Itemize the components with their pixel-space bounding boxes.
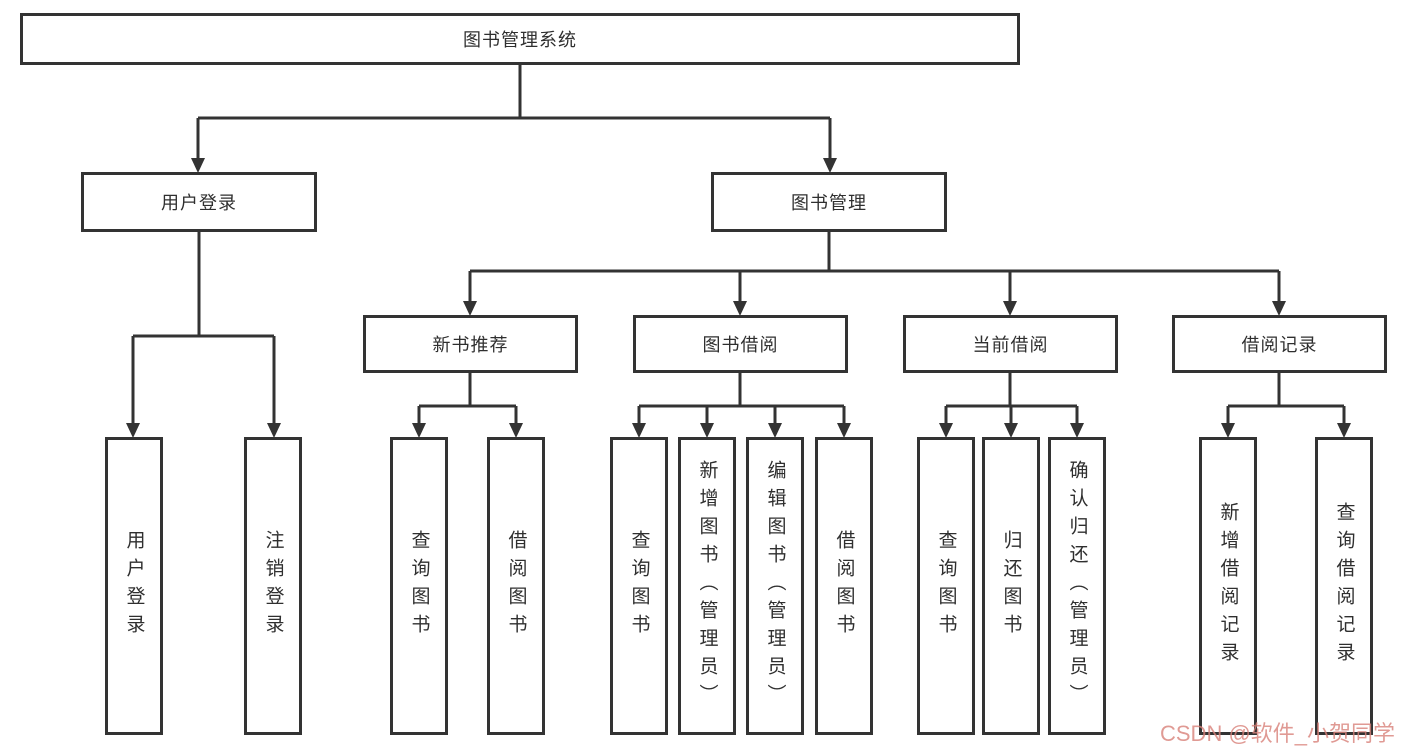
leaf-add-books-admin: 新增图书（管理员）: [678, 437, 736, 735]
arrow-down-icon: [126, 423, 140, 438]
node-book-borrowing: 图书借阅: [633, 315, 848, 373]
arrow-down-icon: [1337, 423, 1351, 438]
leaf-current-query-books: 查询图书: [917, 437, 975, 735]
arrow-down-icon: [1221, 423, 1235, 438]
leaf-confirm-return-admin: 确认归还（管理员）: [1048, 437, 1106, 735]
arrow-down-icon: [837, 423, 851, 438]
leaf-add-borrow-record: 新增借阅记录: [1199, 437, 1257, 735]
leaf-return-books: 归还图书: [982, 437, 1040, 735]
leaf-user-login: 用户登录: [105, 437, 163, 735]
arrow-down-icon: [768, 423, 782, 438]
arrow-down-icon: [733, 301, 747, 316]
arrow-down-icon: [1003, 301, 1017, 316]
arrow-down-icon: [1070, 423, 1084, 438]
leaf-query-borrow-record: 查询借阅记录: [1315, 437, 1373, 735]
node-current-borrowing: 当前借阅: [903, 315, 1118, 373]
arrow-down-icon: [1272, 301, 1286, 316]
leaf-recommend-query-books: 查询图书: [390, 437, 448, 735]
arrow-down-icon: [463, 301, 477, 316]
node-system-root: 图书管理系统: [20, 13, 1020, 65]
arrow-down-icon: [509, 423, 523, 438]
node-borrowing-records: 借阅记录: [1172, 315, 1387, 373]
leaf-recommend-borrow-books: 借阅图书: [487, 437, 545, 735]
arrow-down-icon: [412, 423, 426, 438]
node-book-management: 图书管理: [711, 172, 947, 232]
arrow-down-icon: [700, 423, 714, 438]
arrow-down-icon: [632, 423, 646, 438]
leaf-edit-books-admin: 编辑图书（管理员）: [746, 437, 804, 735]
arrow-down-icon: [1004, 423, 1018, 438]
node-user-login: 用户登录: [81, 172, 317, 232]
leaf-borrowing-borrow-books: 借阅图书: [815, 437, 873, 735]
arrow-down-icon: [267, 423, 281, 438]
leaf-borrowing-query-books: 查询图书: [610, 437, 668, 735]
arrow-down-icon: [823, 158, 837, 173]
csdn-watermark: CSDN @软件_小贺同学: [1160, 721, 1396, 746]
node-new-book-recommend: 新书推荐: [363, 315, 578, 373]
leaf-logout: 注销登录: [244, 437, 302, 735]
arrow-down-icon: [939, 423, 953, 438]
arrow-down-icon: [191, 158, 205, 173]
